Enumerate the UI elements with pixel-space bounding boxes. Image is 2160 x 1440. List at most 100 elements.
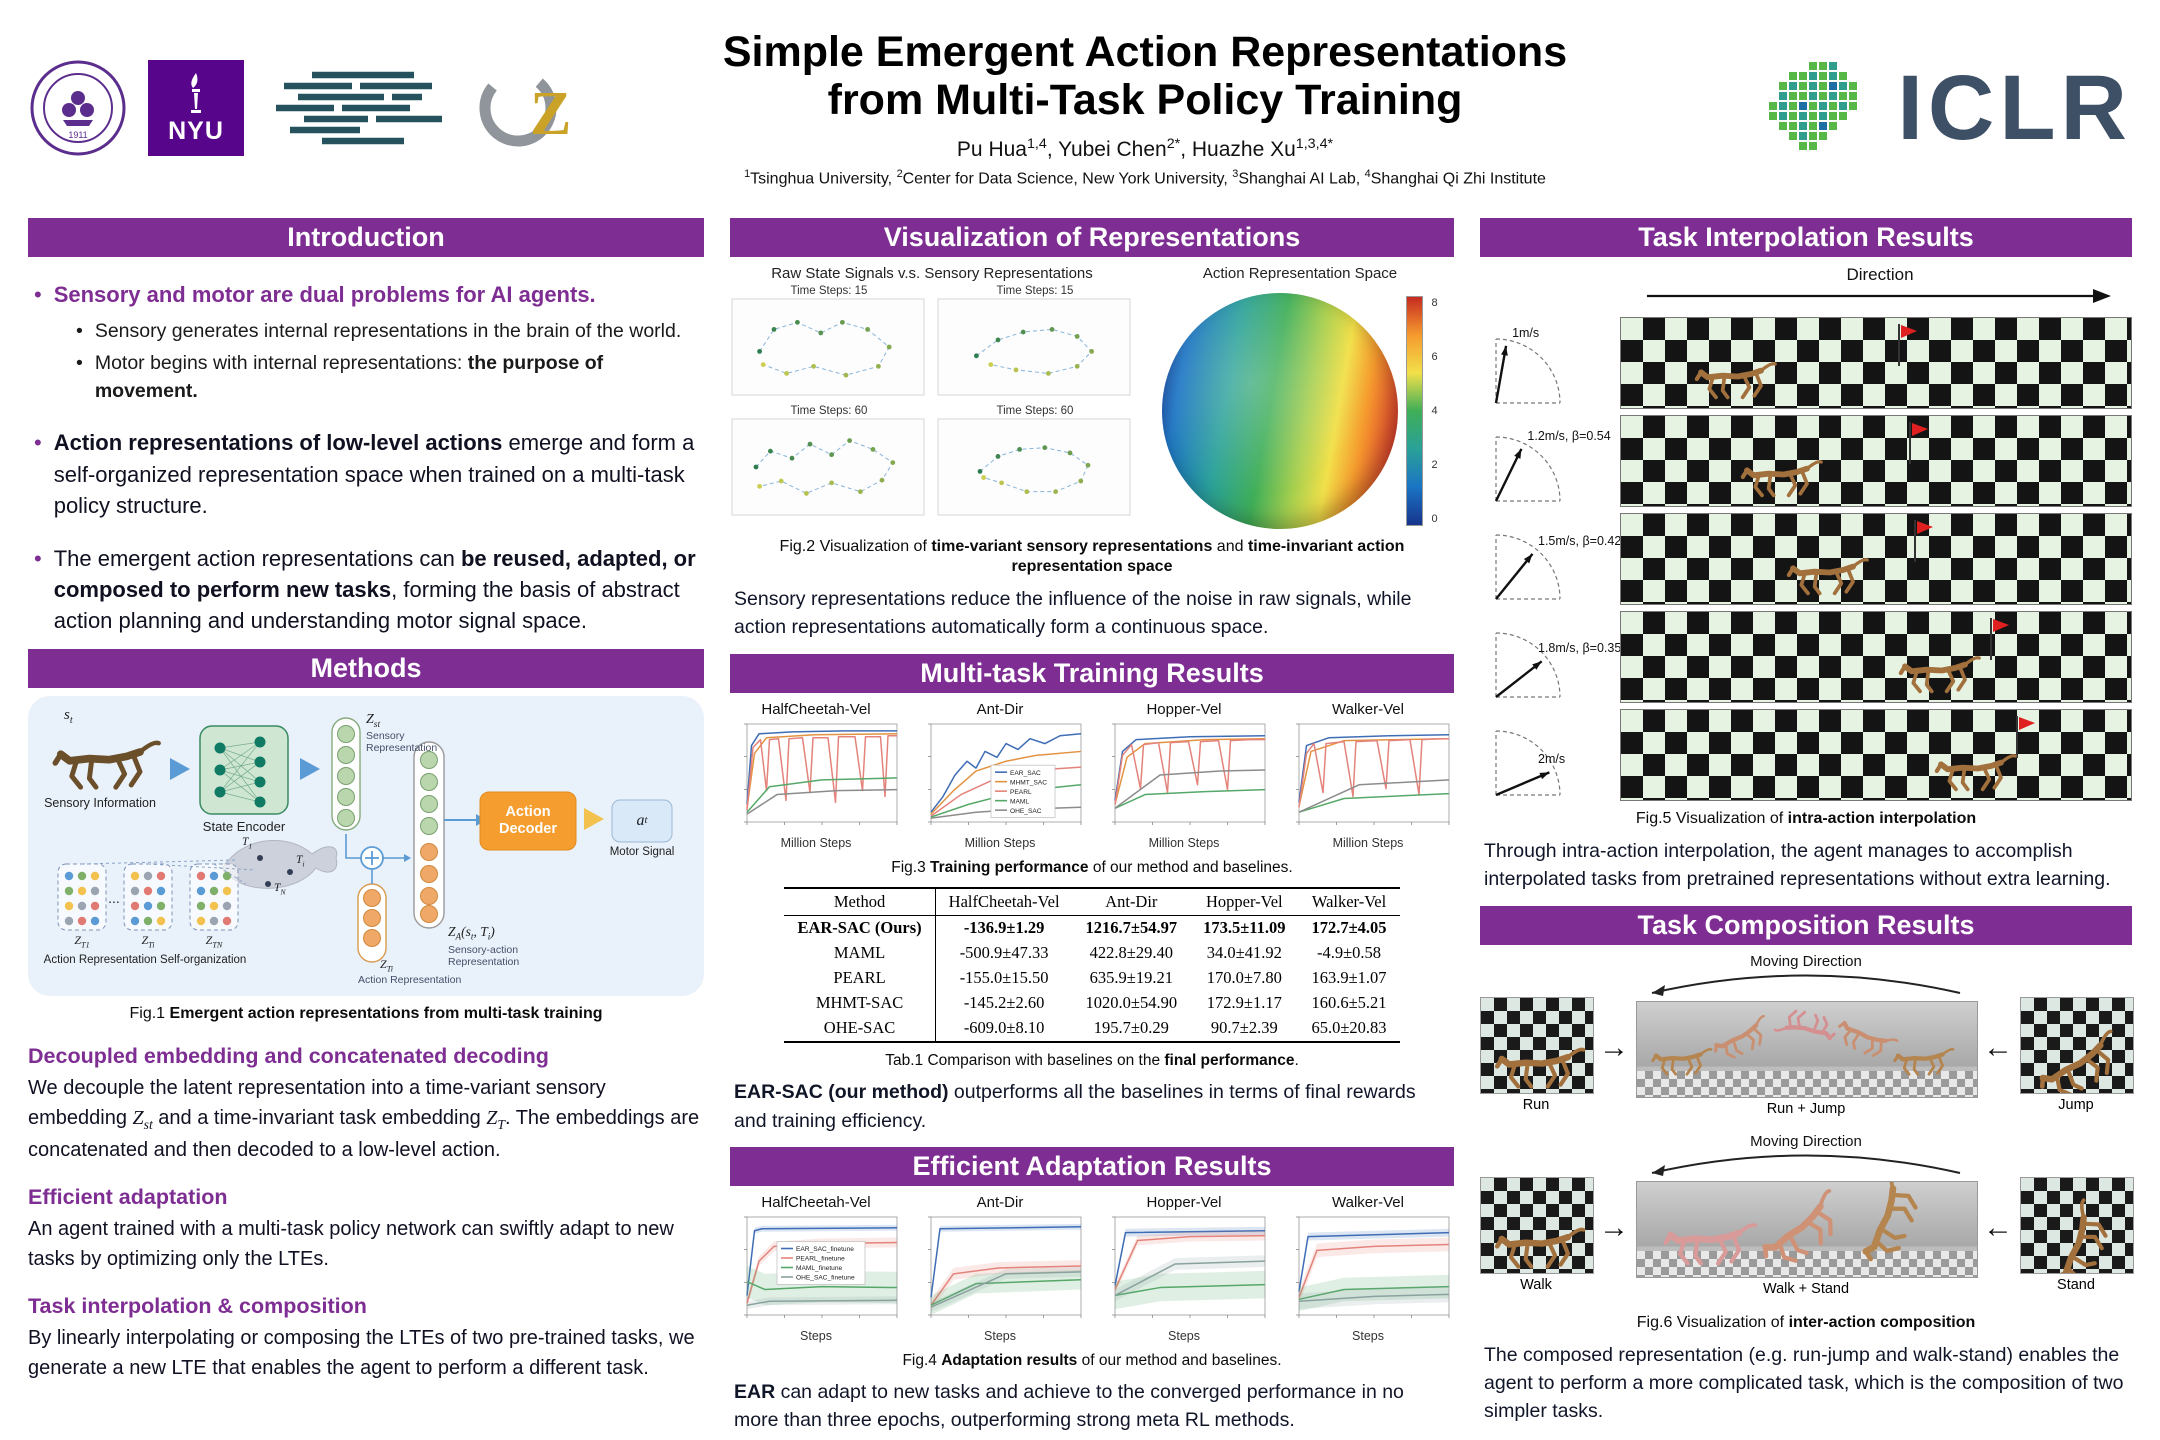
- fig5-caption: Fig.5 Visualization of intra-action inte…: [1635, 810, 1977, 827]
- cheetah-agent: [1784, 550, 1872, 600]
- section-header-adaptation: Efficient Adaptation Results: [730, 1146, 1454, 1186]
- fig1-zti-label: ZTi: [380, 956, 394, 974]
- composition-scene: [1636, 1180, 1978, 1278]
- fig1-t1-label: T1: [242, 835, 253, 850]
- fig2-subplot: Time Steps: 15: [730, 285, 928, 402]
- fig2-subplot: Time Steps: 60: [936, 405, 1134, 522]
- chart-xlabel: Steps: [800, 1328, 832, 1343]
- composition-scene: [1636, 1000, 1978, 1098]
- tab1-caption: Tab.1 Comparison with baselines on the f…: [885, 1051, 1299, 1069]
- fig2-subplot: Time Steps: 15: [936, 285, 1134, 402]
- logo-row: 1911 NYU: [28, 58, 628, 158]
- speed-label: 2m/s: [1538, 752, 1566, 767]
- chart-title: Ant-Dir: [976, 700, 1024, 718]
- table-cell: 1216.7±54.97: [1085, 918, 1178, 938]
- adaptation-paragraph: EAR can adapt to new tasks and achieve t…: [734, 1381, 1404, 1432]
- fig6-caption: Fig.6 Visualization of inter-action comp…: [1636, 1313, 1976, 1331]
- bullet-dot-icon: •: [34, 546, 42, 571]
- arrow-right-icon: →: [1599, 1210, 1629, 1244]
- iclr-logo: ICLR: [1662, 60, 2132, 156]
- svg-text:PEARL: PEARL: [1010, 788, 1032, 795]
- arrow-right-icon: →: [1599, 1030, 1629, 1064]
- table-cell: MAML: [784, 940, 936, 966]
- svg-text:OHE_SAC: OHE_SAC: [1010, 807, 1042, 814]
- chart-title: Hopper-Vel: [1146, 1193, 1222, 1211]
- subplot-title: Time Steps: 60: [790, 405, 868, 417]
- fig1-motor-signal-label: Motor Signal: [609, 845, 675, 858]
- chart-xlabel: Steps: [984, 1328, 1016, 1343]
- table-cell: MHMT-SAC: [784, 990, 936, 1016]
- chart-xlabel: Million Steps: [964, 835, 1036, 850]
- table-column-header: Walker-Vel: [1298, 887, 1400, 916]
- table-cell: 635.9±19.21: [1089, 968, 1173, 988]
- table-cell: -4.9±0.58: [1317, 943, 1382, 963]
- methods-para-3: By linearly interpolating or composing t…: [28, 1327, 695, 1380]
- colorbar: [1406, 296, 1424, 526]
- fig1-caption: Fig.1 Emergent action representations fr…: [129, 1004, 603, 1022]
- bullet-item: •Sensory and motor are dual problems for…: [34, 279, 698, 310]
- fig1-action-decoder-label: Action Decoder: [498, 804, 558, 837]
- interpolation-row: 1.5m/s, β=0.42: [1480, 513, 2132, 605]
- fig2-raw-panel: Raw State Signals v.s. Sensory Represent…: [730, 265, 1134, 529]
- checkerboard-scene: [1620, 513, 2132, 605]
- table-cell: 172.9±1.17: [1206, 993, 1282, 1013]
- table-cell: 1020.0±54.90: [1085, 993, 1178, 1013]
- task-thumbnail: [2020, 1176, 2134, 1274]
- fig2-subplot: Time Steps: 60: [730, 405, 928, 522]
- table-cell: 160.6±5.21: [1311, 993, 1387, 1013]
- table-cell: 90.7±2.39: [1210, 1018, 1278, 1038]
- goal-flag-icon: [1908, 422, 1928, 464]
- svg-text:EAR_SAC: EAR_SAC: [1010, 769, 1041, 776]
- section-header-introduction: Introduction: [28, 218, 704, 257]
- chart-xlabel: Million Steps: [780, 835, 852, 850]
- tsinghua-year: 1911: [68, 130, 87, 140]
- thumbnail-caption: Run: [1522, 1096, 1550, 1113]
- table-cell: -609.0±8.10: [963, 1018, 1045, 1038]
- qizhi-mark: Z: [530, 80, 571, 148]
- bullet-text: Sensory and motor are dual problems for …: [53, 282, 596, 307]
- thumbnail-caption: Stand: [2057, 1276, 2095, 1293]
- methods-heading-1: Decoupled embedding and concatenated dec…: [28, 1043, 549, 1068]
- composition-side: Jump: [2020, 996, 2134, 1113]
- table-cell: 34.0±41.92: [1206, 943, 1282, 963]
- task-thumbnail: [2020, 996, 2134, 1094]
- section-header-interpolation: Task Interpolation Results: [1480, 218, 2132, 257]
- cheetah-agent: [1481, 1178, 1593, 1273]
- training-paragraph: EAR-SAC (our method) outperforms all the…: [734, 1081, 1416, 1132]
- nyu-logo: NYU: [148, 60, 244, 156]
- chart-xlabel: Million Steps: [1148, 835, 1220, 850]
- goal-flag-icon: [2015, 716, 2035, 758]
- direction-arrow-graphic: [1647, 289, 2111, 303]
- speed-label: 1m/s: [1512, 325, 1540, 340]
- table-cell: OHE-SAC: [784, 1015, 936, 1042]
- fig1-diagram: st Sensory Information State Encoder Zst…: [28, 695, 704, 996]
- table-column-header: Method: [784, 887, 936, 916]
- grid-dots: [64, 871, 232, 925]
- subplot-title: Time Steps: 15: [996, 285, 1074, 297]
- cheetah-agent: [2021, 1178, 2133, 1273]
- bullet-dot-icon: •: [76, 320, 83, 343]
- fig1-graphics: [28, 717, 673, 963]
- methods-block-2: Efficient adaptation An agent trained wi…: [28, 1185, 704, 1274]
- fig1-dots-label: ...: [108, 889, 120, 906]
- svg-text:OHE_SAC_finetune: OHE_SAC_finetune: [796, 1274, 855, 1281]
- subplot-title: Time Steps: 60: [996, 405, 1074, 417]
- cheetah-agent: [2021, 998, 2133, 1093]
- colorbar-tick-label: 6: [1431, 351, 1438, 363]
- table-cell: 172.7±4.05: [1311, 918, 1387, 938]
- arrow-left-icon: ←: [1983, 1210, 2013, 1244]
- interpolation-row: 1m/s: [1480, 317, 2132, 409]
